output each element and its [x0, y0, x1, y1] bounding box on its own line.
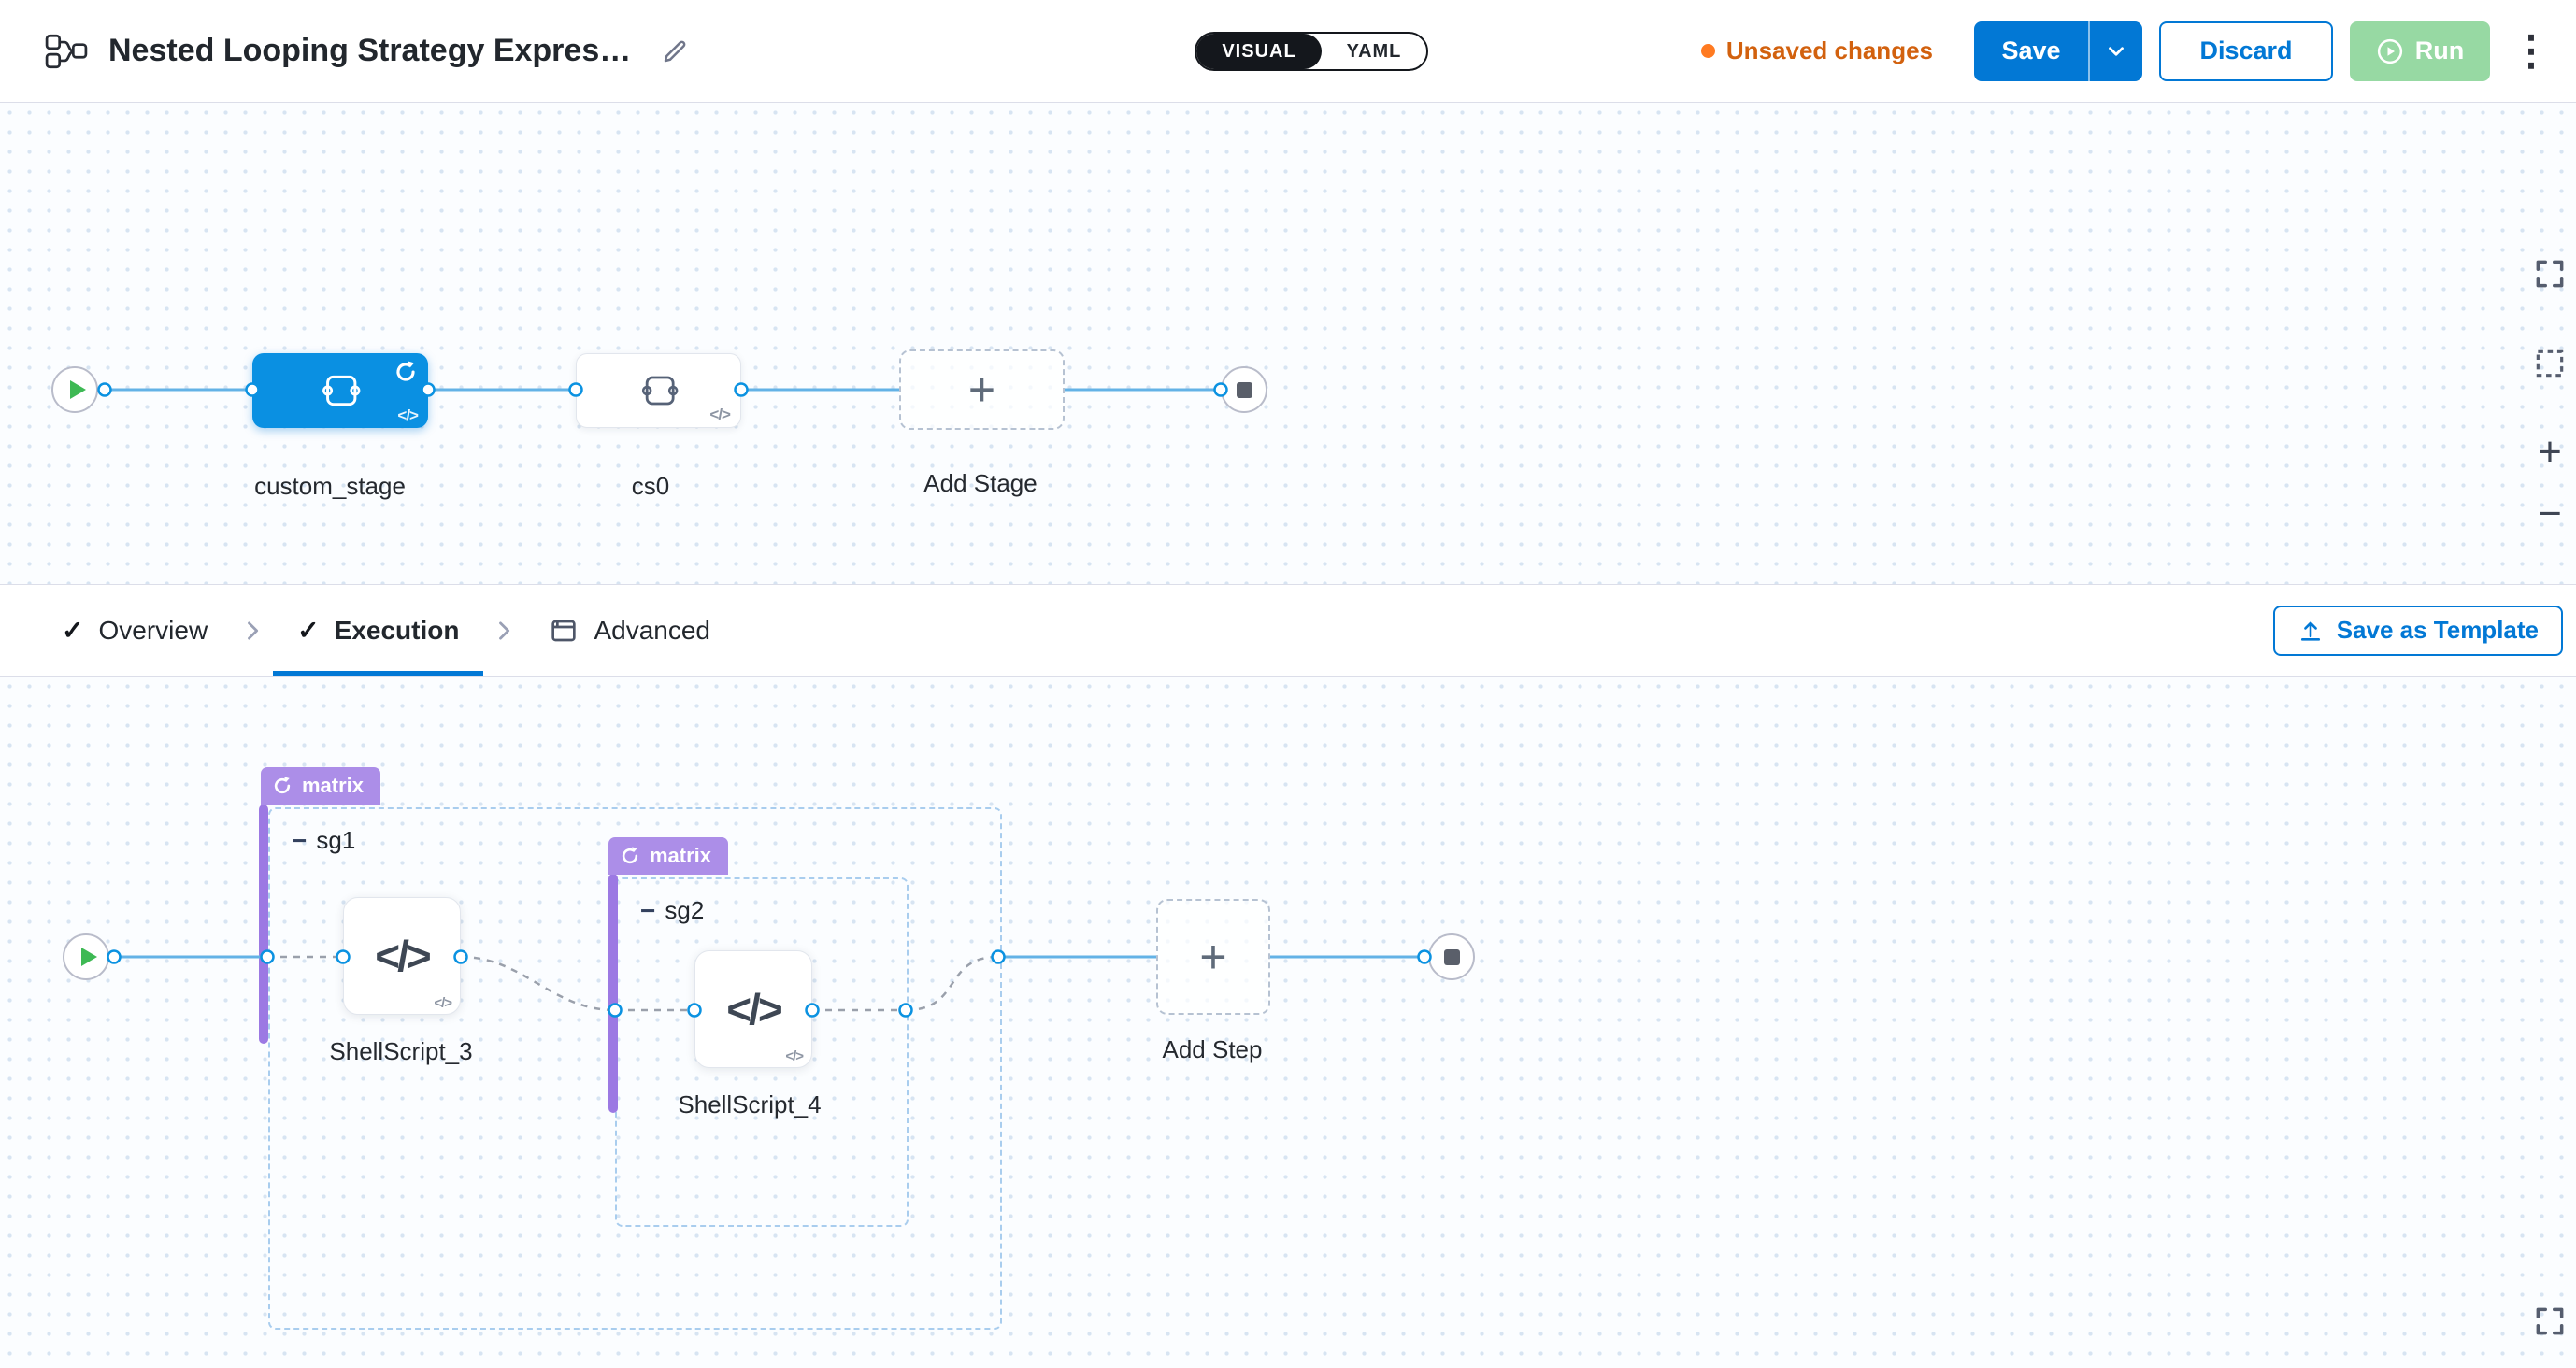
pipeline-icon: [45, 34, 88, 69]
play-icon: [80, 948, 97, 966]
stop-icon: [1236, 381, 1252, 398]
code-icon: </>: [434, 995, 452, 1011]
save-button[interactable]: Save: [1974, 21, 2090, 81]
run-label: Run: [2414, 36, 2465, 64]
add-stage-label: Add Stage: [923, 469, 1038, 497]
toggle-yaml[interactable]: YAML: [1346, 40, 1402, 62]
edit-title-button[interactable]: [661, 37, 689, 65]
pencil-icon: [661, 37, 689, 65]
fullscreen-button[interactable]: [2529, 253, 2570, 294]
minus-icon: −: [2538, 491, 2562, 536]
advanced-tab-icon: [549, 616, 579, 646]
execution-start-node: [63, 933, 109, 980]
discard-button[interactable]: Discard: [2159, 21, 2333, 81]
stage-icon: [639, 373, 679, 408]
collapse-icon[interactable]: −: [640, 895, 656, 925]
step-node-shellscript-4[interactable]: </> </>: [694, 950, 812, 1068]
pipeline-start-node: [51, 366, 98, 413]
tab-execution[interactable]: ✓ Execution: [273, 585, 484, 676]
tab-execution-label: Execution: [334, 615, 460, 645]
marquee-select-icon: [2532, 346, 2568, 381]
tab-advanced[interactable]: Advanced: [524, 585, 735, 676]
pipeline-end-node: [1221, 366, 1267, 413]
save-as-template-button[interactable]: Save as Template: [2272, 605, 2563, 656]
stage-label-custom-stage: custom_stage: [254, 472, 406, 500]
fullscreen-button[interactable]: [2529, 1301, 2570, 1342]
chevron-right-icon: [239, 585, 265, 676]
tab-advanced-label: Advanced: [594, 615, 710, 645]
loop-icon: [272, 776, 293, 796]
group-label-sg2: − sg2: [640, 896, 704, 925]
unsaved-dot-icon: [1700, 44, 1715, 58]
group-name-sg1: sg1: [316, 826, 356, 854]
code-icon: </>: [709, 406, 731, 423]
stage-canvas[interactable]: </> </> + custom_stage cs0 Add Stage: [0, 103, 2576, 584]
group-name-sg2: sg2: [665, 896, 705, 924]
matrix-group-sg1: [268, 807, 1002, 1330]
tab-overview[interactable]: ✓ Overview: [37, 585, 232, 676]
chevron-right-icon: [491, 585, 517, 676]
stage-connectors: [97, 382, 1228, 397]
matrix-badge-label: matrix: [302, 774, 365, 797]
stage-tabbar: ✓ Overview ✓ Execution Advanced Save as …: [0, 584, 2576, 677]
save-options-button[interactable]: [2090, 21, 2142, 81]
more-options-button[interactable]: ⋮: [2511, 27, 2552, 74]
unsaved-changes-label: Unsaved changes: [1725, 36, 1933, 64]
play-icon: [69, 380, 86, 399]
matrix-badge-label: matrix: [650, 844, 712, 867]
group-label-sg1: − sg1: [292, 826, 355, 855]
collapse-icon[interactable]: −: [292, 825, 308, 855]
check-icon: ✓: [297, 616, 320, 645]
stage-node-custom-stage[interactable]: </>: [252, 353, 428, 428]
stage-icon: [320, 372, 361, 409]
plus-icon: +: [1199, 931, 1227, 983]
shell-script-icon: </>: [726, 985, 782, 1033]
matrix-accent-bar-sg2: [608, 874, 618, 1113]
matrix-accent-bar-sg1: [259, 805, 268, 1044]
looping-icon: [394, 360, 418, 384]
run-play-icon: [2376, 37, 2404, 65]
fullscreen-icon: [2532, 256, 2568, 292]
plus-icon: +: [967, 363, 996, 416]
step-label-shellscript-4: ShellScript_4: [678, 1090, 822, 1119]
add-step-button[interactable]: +: [1156, 899, 1270, 1015]
visual-yaml-toggle[interactable]: VISUAL YAML: [1195, 32, 1428, 71]
upload-icon: [2297, 618, 2324, 644]
run-button[interactable]: Run: [2350, 21, 2490, 81]
loop-icon: [620, 846, 640, 866]
save-split-button: Save: [1974, 21, 2142, 81]
unsaved-changes-indicator: Unsaved changes: [1700, 36, 1933, 65]
stage-label-cs0: cs0: [631, 472, 670, 500]
pipeline-title: Nested Looping Strategy Expres…: [108, 33, 632, 68]
matrix-badge-sg2[interactable]: matrix: [608, 837, 729, 875]
save-as-template-label: Save as Template: [2336, 616, 2539, 644]
code-icon: </>: [785, 1048, 804, 1064]
step-label-shellscript-3: ShellScript_3: [329, 1037, 473, 1065]
marquee-select-button[interactable]: [2529, 343, 2570, 384]
zoom-out-button[interactable]: −: [2529, 493, 2570, 534]
add-step-label: Add Step: [1162, 1035, 1263, 1063]
matrix-badge-sg1[interactable]: matrix: [261, 767, 381, 805]
fullscreen-icon: [2532, 1304, 2568, 1339]
shell-script-icon: </>: [375, 932, 431, 980]
stage-node-cs0[interactable]: </>: [576, 353, 741, 428]
toggle-visual[interactable]: VISUAL: [1196, 34, 1322, 69]
pipeline-header: Nested Looping Strategy Expres… VISUAL Y…: [0, 0, 2576, 103]
code-icon: </>: [397, 406, 419, 424]
add-stage-button[interactable]: +: [899, 349, 1065, 430]
plus-icon: +: [2538, 429, 2562, 475]
check-icon: ✓: [62, 616, 84, 645]
tab-overview-label: Overview: [98, 615, 208, 645]
step-node-shellscript-3[interactable]: </> </>: [343, 897, 461, 1015]
execution-canvas[interactable]: matrix − sg1 matrix − sg2 </> </> </> </…: [0, 677, 2576, 1368]
execution-end-node: [1428, 933, 1475, 980]
chevron-down-icon: [2104, 39, 2128, 64]
stop-icon: [1443, 948, 1460, 965]
zoom-in-button[interactable]: +: [2529, 432, 2570, 473]
